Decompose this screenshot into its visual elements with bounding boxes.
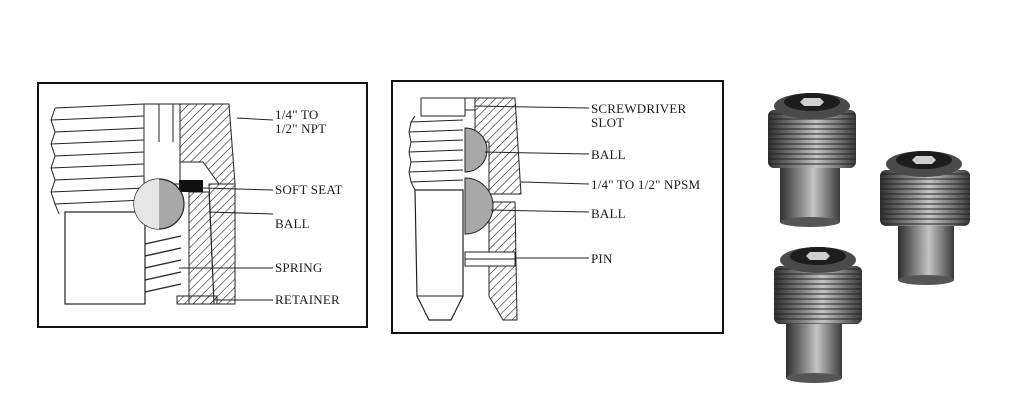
label-npt-line2: 1/2" NPT [275,121,327,136]
body-lower-left [64,211,146,305]
label-npt-line1: 1/4" TO [275,107,319,122]
label-screwdriver-line1: SCREWDRIVER [591,101,687,116]
leader-lines [179,117,274,301]
ball-lower [464,177,494,235]
leader-lines [474,105,590,259]
head [420,97,466,117]
body-lower-left [414,189,464,321]
check-valve-photo [756,80,976,385]
label-ball-bottom: BALL [591,206,626,221]
label-screwdriver-line2: SLOT [591,115,625,130]
label-soft-seat: SOFT SEAT [275,182,343,197]
label-ball-top: BALL [591,147,626,162]
thread-left [408,115,464,191]
npsm-check-valve-drawing [408,97,590,321]
body-hatch-top [179,103,236,185]
label-npsm: 1/4" TO 1/2" NPSM [591,177,701,192]
retainer [176,295,218,305]
screwdriver-slot [464,97,476,111]
label-retainer: RETAINER [275,292,340,307]
check-valve-cutaway-diagram: 1/4" TO 1/2" NPT SOFT SEAT BALL SPRING R… [37,82,368,328]
label-spring: SPRING [275,260,323,275]
label-pin: PIN [591,251,613,266]
spring [144,235,182,293]
thread-left [50,103,145,215]
valve-c [774,247,862,383]
soft-seat [179,180,203,192]
valve-a [768,93,856,227]
screwdriver-check-valve-diagram: SCREWDRIVER SLOT BALL 1/4" TO 1/2" NPSM … [391,80,724,334]
valve-b [880,151,970,285]
valve-photo-graphic [768,93,970,383]
label-ball: BALL [275,216,310,231]
npt-check-valve-drawing [50,103,274,305]
